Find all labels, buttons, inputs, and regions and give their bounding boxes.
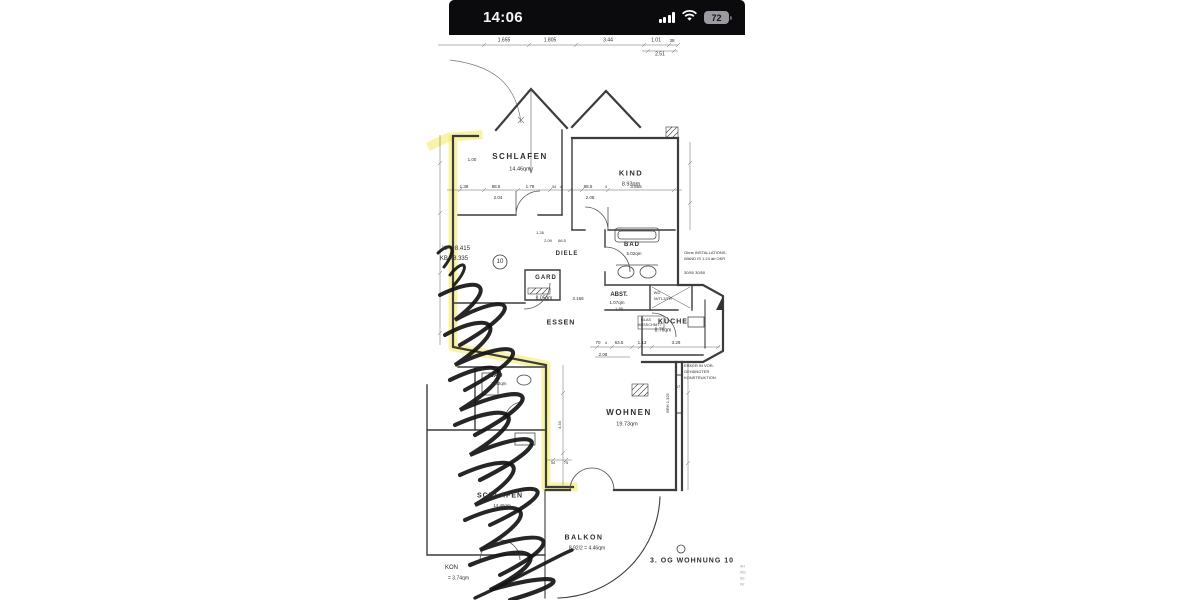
wall-hatching	[527, 126, 723, 397]
clock: 14:06	[483, 9, 523, 26]
dimension-lines	[437, 42, 721, 490]
door-swings	[479, 190, 677, 561]
pen-scribbles	[436, 245, 574, 600]
fixtures	[481, 227, 705, 446]
walls	[426, 87, 725, 599]
battery-percent: 72	[711, 12, 722, 23]
battery-icon: 72	[704, 11, 732, 24]
reference-arcs	[449, 59, 534, 175]
status-bar: 14:06 72	[449, 0, 745, 35]
cellular-signal-icon	[658, 12, 675, 23]
wifi-icon	[681, 9, 698, 27]
status-icons: 72	[658, 9, 732, 27]
floor-plan-drawing	[426, 42, 725, 600]
